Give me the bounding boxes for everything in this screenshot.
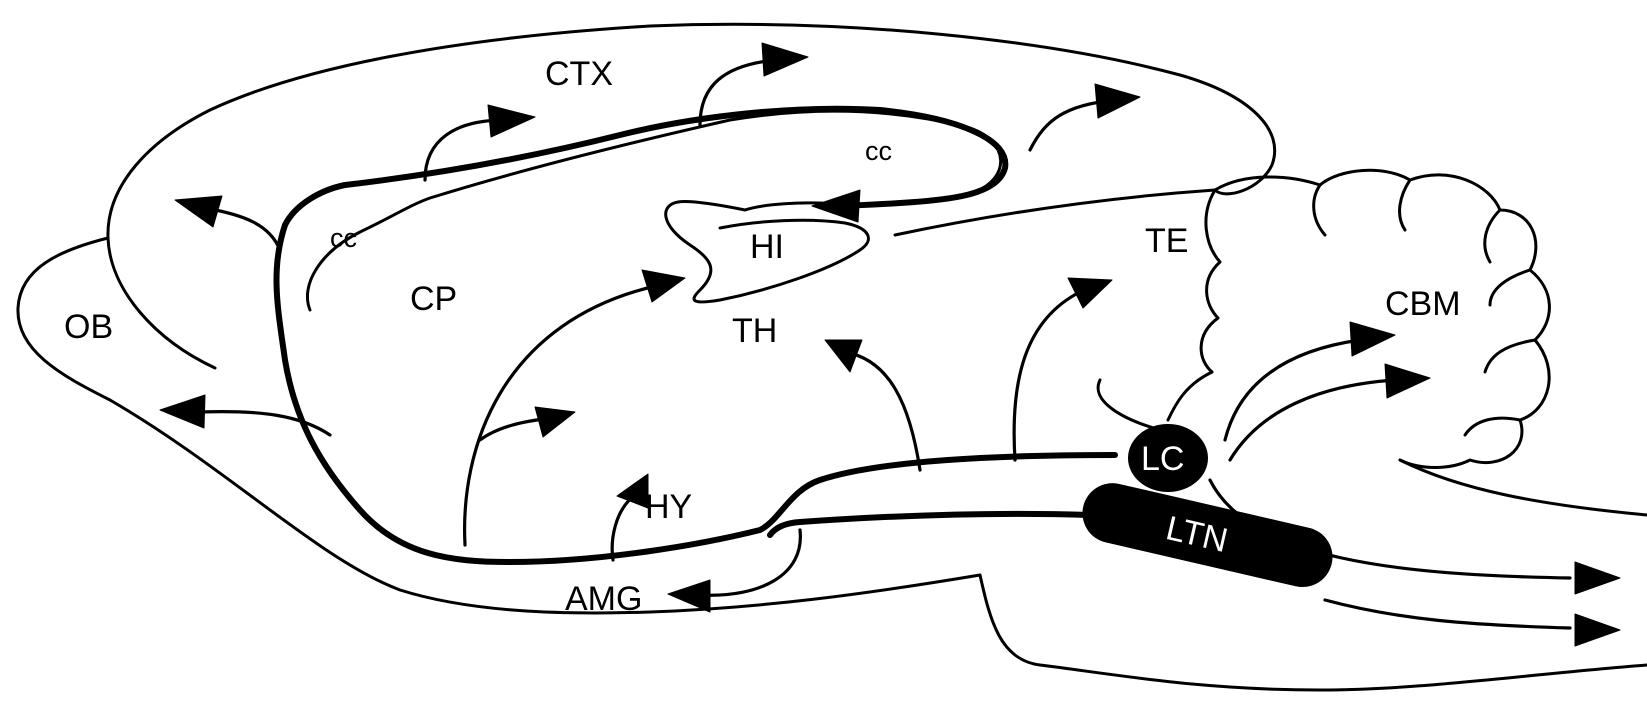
label-hi: HI xyxy=(750,228,784,266)
label-cp: CP xyxy=(410,280,457,318)
label-cc-lower: cc xyxy=(330,223,357,253)
proj-te xyxy=(1014,292,1080,460)
label-te: TE xyxy=(1145,222,1188,260)
cerebellum-fold-7 xyxy=(1201,190,1220,372)
nuclei xyxy=(1077,424,1339,593)
brain-outlines xyxy=(18,24,1647,690)
noradrenergic-pathways xyxy=(276,109,1115,562)
arrowhead-spinal-2 xyxy=(1575,614,1620,646)
olfactory-bulb-outline xyxy=(18,238,980,613)
label-ctx: CTX xyxy=(545,55,613,93)
label-ob: OB xyxy=(64,308,113,346)
proj-hy xyxy=(612,495,635,560)
arrowheads xyxy=(160,43,1620,646)
proj-cbm-2 xyxy=(1230,380,1395,460)
arrowhead-cp xyxy=(642,270,685,302)
main-bundle-to-olfactory xyxy=(276,185,1115,562)
arrowhead-cc xyxy=(812,190,860,222)
ventral-outline xyxy=(980,575,1647,690)
cerebellum-fold-4 xyxy=(1490,270,1530,305)
cerebellum-fold-3 xyxy=(1485,210,1500,262)
arrowhead-amg xyxy=(668,580,710,612)
arrowhead-spinal-1 xyxy=(1575,562,1620,594)
brainstem-inner-line xyxy=(1098,380,1168,432)
cerebellum-fold-8 xyxy=(1168,372,1212,420)
cerebellum-fold-1 xyxy=(1314,185,1325,235)
dorsal-bundle-corpus-callosum xyxy=(345,109,1005,206)
proj-ob xyxy=(200,412,330,435)
cortex-outline xyxy=(108,24,1275,368)
label-th: TH xyxy=(732,312,777,350)
arrowhead-ob xyxy=(160,395,205,428)
arrowhead-cbm-2 xyxy=(1385,364,1430,398)
arrowhead-cortex-front xyxy=(175,196,222,227)
label-cbm: CBM xyxy=(1385,285,1461,323)
arrowhead-te xyxy=(1068,278,1112,308)
cerebellum-fold-2 xyxy=(1400,180,1410,230)
arrowhead-th xyxy=(825,340,862,372)
cerebellum-fold-6 xyxy=(1465,418,1520,435)
proj-cbm-1 xyxy=(1225,340,1360,440)
proj-th xyxy=(845,352,920,470)
proj-spinal-2 xyxy=(1325,600,1570,628)
label-hy: HY xyxy=(645,488,692,526)
arrowhead-hy xyxy=(617,474,648,508)
label-cc-upper: cc xyxy=(865,136,892,166)
cerebellum-fold-5 xyxy=(1485,340,1535,372)
arrowhead-ctx-3 xyxy=(1095,84,1140,118)
arrowhead-ctx-1 xyxy=(488,105,535,137)
arrowhead-ctx-2 xyxy=(762,43,808,76)
label-lc: LC xyxy=(1141,440,1184,478)
arrowhead-cp-side xyxy=(535,407,575,437)
label-amg: AMG xyxy=(565,580,642,618)
arrowhead-cbm-1 xyxy=(1350,322,1395,356)
ltn-bundle xyxy=(770,514,1090,535)
